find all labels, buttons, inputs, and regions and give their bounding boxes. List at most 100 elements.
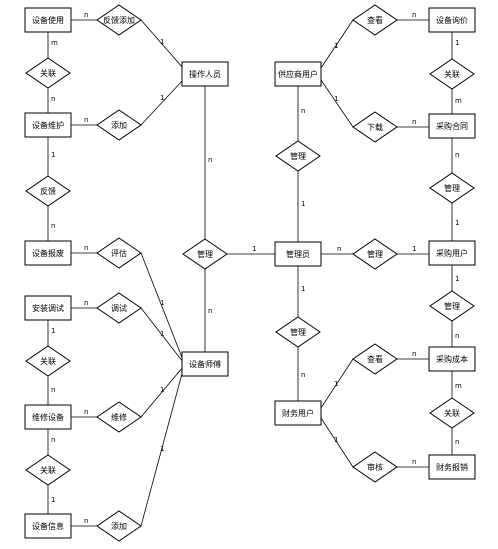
relationship-assoc-4: 关联 bbox=[429, 58, 475, 90]
relationship-manage-cost: 管理 bbox=[429, 290, 475, 322]
cardinality-label: n bbox=[84, 116, 88, 124]
cardinality-label: 1 bbox=[51, 151, 55, 159]
entity-label: 供应商用户 bbox=[278, 69, 318, 79]
connector-line bbox=[140, 79, 184, 126]
entity-label: 设备报废 bbox=[32, 248, 64, 258]
cardinality-label: 1 bbox=[412, 245, 416, 253]
edge-layer bbox=[47, 19, 453, 527]
cardinality-label: n bbox=[84, 11, 88, 19]
relationship-label: 关联 bbox=[444, 408, 460, 418]
entity-device-maintain: 设备维护 bbox=[24, 112, 72, 138]
connector-line bbox=[140, 252, 184, 361]
entity-technician: 设备师傅 bbox=[181, 351, 229, 377]
cardinality-label: 1 bbox=[455, 275, 459, 283]
cardinality-label: 1 bbox=[160, 386, 164, 394]
entity-device-inquiry: 设备询价 bbox=[428, 7, 476, 33]
cardinality-label: n bbox=[412, 458, 416, 466]
relationship-assoc-2: 关联 bbox=[25, 345, 71, 377]
entity-purchase-contract: 采购合同 bbox=[428, 113, 476, 139]
relationship-assoc-5: 关联 bbox=[429, 397, 475, 429]
cardinality-label: n bbox=[301, 107, 305, 115]
entity-label: 财务用户 bbox=[282, 408, 314, 418]
cardinality-label: 1 bbox=[455, 39, 459, 47]
relationship-manage-finance: 管理 bbox=[275, 316, 321, 348]
entity-supplier: 供应商用户 bbox=[274, 61, 322, 87]
entity-operator: 操作人员 bbox=[181, 61, 229, 87]
entity-finance-reimburse: 财务报销 bbox=[428, 454, 476, 480]
relationship-label: 管理 bbox=[444, 301, 460, 311]
connector-line bbox=[320, 19, 354, 69]
entity-label: 采购成本 bbox=[436, 354, 468, 364]
cardinality-label: n bbox=[455, 151, 459, 159]
entity-purchase-user: 采购用户 bbox=[428, 240, 476, 266]
entity-label: 安装调试 bbox=[32, 303, 64, 313]
relationship-add-2: 添加 bbox=[96, 510, 142, 542]
relationship-view-2: 查看 bbox=[352, 343, 398, 375]
connector-line bbox=[140, 19, 184, 69]
cardinality-label: n bbox=[84, 299, 88, 307]
relationship-feedback-add: 反馈添加 bbox=[96, 4, 142, 36]
cardinality-label: n bbox=[208, 307, 212, 315]
entity-device-info: 设备信息 bbox=[24, 513, 72, 539]
relationship-label: 关联 bbox=[40, 356, 56, 366]
cardinality-label: 1 bbox=[51, 327, 55, 335]
entity-finance: 财务用户 bbox=[274, 400, 322, 426]
relationship-manage-center: 管理 bbox=[182, 238, 228, 270]
relationship-assoc-1: 关联 bbox=[25, 57, 71, 89]
cardinality-label: m bbox=[455, 97, 462, 105]
entity-device-use: 设备使用 bbox=[24, 7, 72, 33]
entity-label: 维修设备 bbox=[32, 412, 64, 422]
cardinality-label: 1 bbox=[51, 496, 55, 504]
entity-label: 采购合同 bbox=[436, 121, 468, 131]
cardinality-label: n bbox=[412, 350, 416, 358]
relationship-label: 关联 bbox=[444, 69, 460, 79]
entity-label: 设备师傅 bbox=[189, 359, 221, 369]
cardinality-label: 1 bbox=[334, 95, 338, 103]
cardinality-label: n bbox=[208, 156, 212, 164]
connector-line bbox=[140, 307, 184, 363]
relationship-label: 管理 bbox=[197, 249, 213, 259]
relationship-feedback: 反馈 bbox=[25, 175, 71, 207]
cardinality-label: 1 bbox=[301, 200, 305, 208]
relationship-label: 查看 bbox=[367, 354, 383, 364]
cardinality-label: n bbox=[51, 222, 55, 230]
entity-label: 采购用户 bbox=[436, 248, 468, 258]
cardinality-label: n bbox=[301, 371, 305, 379]
relationship-label: 管理 bbox=[290, 151, 306, 161]
relationship-download: 下载 bbox=[352, 111, 398, 143]
relationship-manage-contract: 管理 bbox=[429, 172, 475, 204]
relationship-view-1: 查看 bbox=[352, 4, 398, 36]
entity-install-debug: 安装调试 bbox=[24, 295, 72, 321]
relationship-label: 关联 bbox=[40, 465, 56, 475]
cardinality-label: 1 bbox=[160, 299, 164, 307]
relationship-label: 反馈 bbox=[40, 186, 56, 196]
cardinality-label: n bbox=[51, 386, 55, 394]
entity-label: 操作人员 bbox=[189, 69, 221, 79]
connector-line bbox=[140, 366, 184, 418]
cardinality-label: n bbox=[84, 517, 88, 525]
cardinality-label: n bbox=[337, 245, 341, 253]
cardinality-label: n bbox=[84, 244, 88, 252]
cardinality-label: 1 bbox=[334, 380, 338, 388]
entity-label: 设备维护 bbox=[32, 120, 64, 130]
connector-line bbox=[320, 79, 354, 128]
connector-line bbox=[320, 417, 354, 468]
cardinality-label: 1 bbox=[334, 42, 338, 50]
entity-label: 管理员 bbox=[286, 249, 310, 259]
relationship-label: 查看 bbox=[367, 15, 383, 25]
relationship-label: 管理 bbox=[444, 183, 460, 193]
relationship-add-1: 添加 bbox=[96, 109, 142, 141]
relationship-manage-purchase: 管理 bbox=[352, 238, 398, 270]
entity-purchase-cost: 采购成本 bbox=[428, 346, 476, 372]
cardinality-label: n bbox=[84, 408, 88, 416]
relationship-assoc-3: 关联 bbox=[25, 454, 71, 486]
relationship-audit: 审核 bbox=[352, 451, 398, 483]
entity-label: 财务报销 bbox=[436, 462, 468, 472]
relationship-label: 维修 bbox=[111, 412, 127, 422]
relationship-label: 反馈添加 bbox=[103, 15, 135, 25]
relationship-label: 评估 bbox=[111, 248, 127, 258]
connector-line bbox=[320, 358, 354, 409]
